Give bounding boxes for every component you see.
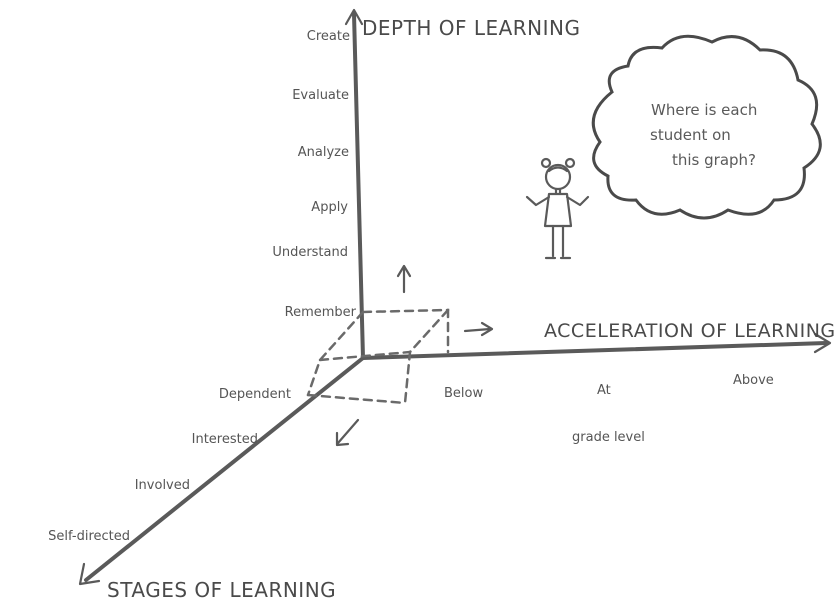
stage-level-involved: Involved <box>135 478 190 493</box>
depth-level-evaluate: Evaluate <box>292 88 349 103</box>
acceleration-level-below: Below <box>444 386 483 401</box>
speech-bubble-line-1: Where is each <box>651 101 757 119</box>
right-arrow-icon <box>463 321 494 337</box>
up-arrow-icon <box>396 264 412 294</box>
stages-axis-title: STAGES OF LEARNING <box>107 578 336 602</box>
depth-level-create: Create <box>307 29 350 44</box>
speech-bubble-line-3: this graph? <box>672 151 756 169</box>
depth-axis-arrowhead <box>344 8 364 26</box>
acceleration-level-above: Above <box>733 373 774 388</box>
girl-figure-icon <box>525 157 590 260</box>
acceleration-level-at: At <box>597 383 611 398</box>
acceleration-axis <box>361 341 828 360</box>
depth-level-analyze: Analyze <box>298 145 349 160</box>
depth-axis-title: DEPTH OF LEARNING <box>362 16 581 40</box>
depth-level-understand: Understand <box>272 245 348 260</box>
acceleration-sublabel: grade level <box>572 430 645 445</box>
down-left-arrow-icon <box>335 418 360 447</box>
acceleration-axis-arrowhead <box>813 332 832 354</box>
depth-level-remember: Remember <box>285 305 357 320</box>
speech-bubble-line-2: student on <box>650 126 731 144</box>
stage-level-self-directed: Self-directed <box>48 529 130 544</box>
stages-axis-arrowhead <box>78 562 101 586</box>
depth-level-apply: Apply <box>311 200 348 215</box>
depth-axis <box>352 12 365 360</box>
dashed-cube <box>306 308 450 405</box>
stage-level-dependent: Dependent <box>219 387 291 402</box>
acceleration-axis-title: ACCELERATION OF LEARNING <box>544 320 836 342</box>
stage-level-interested: Interested <box>192 432 258 447</box>
thought-cloud: Where is each student on this graph? <box>591 34 822 220</box>
